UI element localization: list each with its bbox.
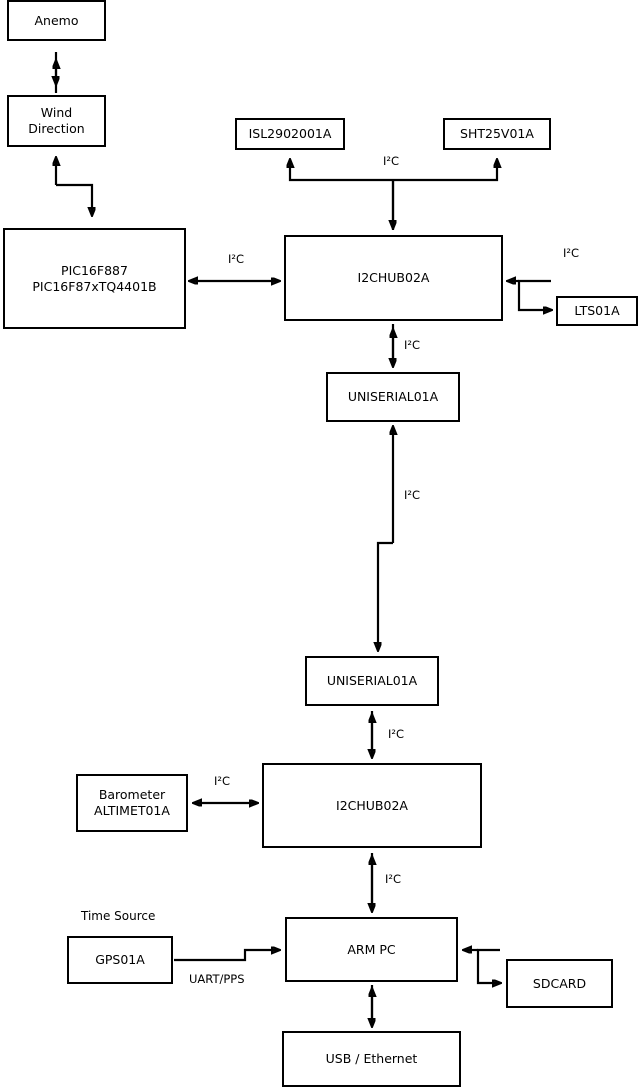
node-i2chub02a-top[interactable]: I2CHUB02A [284,235,503,321]
node-uniserial01a-top-label: UNISERIAL01A [347,389,439,405]
edge-label-i2c-uniserial-hub2: I²C [388,727,405,741]
node-sdcard[interactable]: SDCARD [506,959,613,1008]
node-gps01a-label: GPS01A [95,952,145,968]
edge-label-i2c-hub-lts: I²C [563,246,580,260]
node-barometer-altimet01a-label: Barometer ALTIMET01A [94,787,170,818]
wire-hub-to-lts [517,279,551,310]
wire-uniserial-link-down [378,541,393,650]
node-anemo[interactable]: Anemo [7,0,106,41]
node-lts01a[interactable]: LTS01A [556,296,638,326]
node-i2chub02a-top-label: I2CHUB02A [357,270,430,286]
node-wind-direction-label: Wind Direction [28,105,85,136]
node-isl2902001a-label: ISL2902001A [248,126,332,142]
label-time-source: Time Source [81,909,156,923]
node-barometer-altimet01a[interactable]: Barometer ALTIMET01A [76,774,188,832]
node-sht25v01a-label: SHT25V01A [460,126,534,142]
node-pic-mcu[interactable]: PIC16F887 PIC16F87xTQ4401B [3,228,186,329]
edge-label-i2c-hub-uniserial: I²C [404,338,421,352]
wire-trunk-to-sht [393,160,497,182]
wire-armpc-to-sdcard [476,948,500,983]
node-arm-pc[interactable]: ARM PC [285,917,458,982]
node-usb-ethernet[interactable]: USB / Ethernet [282,1031,461,1087]
edge-label-i2c-hub2-armpc: I²C [385,872,402,886]
node-lts01a-label: LTS01A [574,303,620,319]
node-uniserial01a-bottom[interactable]: UNISERIAL01A [305,656,439,706]
edge-label-i2c-uniserial-link: I²C [404,488,421,502]
edge-label-i2c-sensor-trunk: I²C [383,154,400,168]
node-anemo-label: Anemo [34,12,79,28]
wire-gps-to-armpc [174,950,279,962]
node-i2chub02a-bottom[interactable]: I2CHUB02A [262,763,482,848]
node-uniserial01a-top[interactable]: UNISERIAL01A [326,372,460,422]
node-pic-mcu-label: PIC16F887 PIC16F87xTQ4401B [32,262,157,294]
edge-label-uart-pps: UART/PPS [189,972,245,986]
node-wind-direction[interactable]: Wind Direction [7,95,106,147]
wire-wind-to-pic-down [56,183,92,215]
edge-label-i2c-pic-hub: I²C [228,252,245,266]
node-sdcard-label: SDCARD [532,975,587,991]
node-i2chub02a-bottom-label: I2CHUB02A [336,797,408,813]
wire-trunk-to-isl [290,160,393,182]
node-arm-pc-label: ARM PC [347,941,396,957]
node-gps01a[interactable]: GPS01A [67,936,173,984]
edge-label-i2c-barometer-hub2: I²C [214,774,231,788]
node-sht25v01a[interactable]: SHT25V01A [443,118,551,150]
node-isl2902001a[interactable]: ISL2902001A [235,118,345,150]
node-usb-ethernet-label: USB / Ethernet [325,1051,418,1067]
node-uniserial01a-bottom-label: UNISERIAL01A [326,673,418,689]
